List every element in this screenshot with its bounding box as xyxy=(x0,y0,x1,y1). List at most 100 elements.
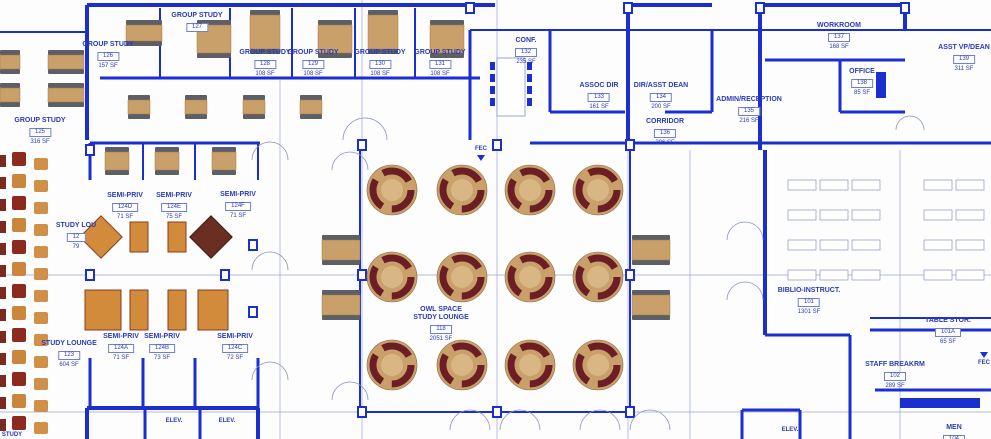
room-area: 85 SF xyxy=(853,90,871,96)
door-swing xyxy=(342,117,388,141)
sofa xyxy=(129,221,149,253)
room-number: 134 xyxy=(649,93,673,102)
round-lounge-cushion xyxy=(575,167,621,213)
room-number: 133 xyxy=(587,93,610,102)
chair xyxy=(368,49,398,54)
classroom-table xyxy=(851,269,881,281)
conference-table xyxy=(496,57,526,117)
classroom-table xyxy=(923,239,953,251)
room-number: 126 xyxy=(96,52,119,61)
room-name: WORKROOM xyxy=(817,22,861,29)
column xyxy=(85,144,95,156)
chair xyxy=(318,53,352,58)
sofa xyxy=(129,289,149,331)
chair xyxy=(322,315,360,320)
door-swing xyxy=(726,221,764,241)
round-lounge-table xyxy=(451,354,473,376)
chair xyxy=(126,41,162,46)
chair xyxy=(322,235,360,240)
lounge-chair xyxy=(79,215,123,259)
room-number: 131 xyxy=(428,60,451,69)
chair xyxy=(243,95,265,100)
room-name: STAFF BREAKRM xyxy=(865,361,925,368)
room-area: 108 SF xyxy=(303,71,323,77)
door-swing xyxy=(251,361,289,381)
desk xyxy=(321,239,361,261)
room-label: STAFF BREAKRM 102 289 SF xyxy=(865,361,925,390)
room-number: 124D xyxy=(111,203,139,212)
classroom-table xyxy=(851,239,881,251)
room-area: 604 SF xyxy=(59,362,79,368)
elevator-label: ELEV. xyxy=(218,418,236,424)
room-name: CORRIDOR xyxy=(645,118,685,125)
round-lounge-cushion xyxy=(439,167,485,213)
lounge-chair xyxy=(34,268,48,280)
desk xyxy=(184,99,208,115)
lounge-chair xyxy=(0,375,6,387)
room-area: 235 SF xyxy=(516,59,536,65)
desk xyxy=(321,294,361,316)
room-number: 101 xyxy=(797,298,821,307)
lounge-chair xyxy=(34,422,48,434)
chair xyxy=(632,235,670,240)
room-area: 316 SF xyxy=(30,139,50,145)
room-name: GROUP STUDY xyxy=(82,41,134,48)
lounge-chair xyxy=(34,246,48,258)
classroom-table xyxy=(851,209,881,221)
room-area: 65 SF xyxy=(939,339,956,345)
room-area: 289 SF xyxy=(885,383,905,389)
room-name: GROUP STUDY xyxy=(171,12,223,19)
column xyxy=(755,2,765,14)
door-swing xyxy=(251,251,289,271)
room-name: STUDY LOUNGE xyxy=(41,340,97,347)
column xyxy=(248,239,258,251)
room-number: 136 xyxy=(653,129,676,138)
round-lounge-table xyxy=(451,266,473,288)
chair xyxy=(300,95,322,100)
fec-label: FEC xyxy=(978,360,990,366)
desk xyxy=(299,99,323,115)
desk xyxy=(0,54,21,70)
round-lounge-table xyxy=(451,179,473,201)
column xyxy=(357,139,367,151)
column xyxy=(220,269,230,281)
round-lounge-cushion xyxy=(575,254,621,300)
room-label: GROUP STUDY 129 108 SF xyxy=(287,49,338,78)
round-lounge-table xyxy=(587,266,609,288)
chair xyxy=(126,20,162,25)
desk xyxy=(0,87,21,103)
chair xyxy=(322,290,360,295)
room-name: ADMIN/RECEPTION xyxy=(716,96,782,103)
room-area: 157 SF xyxy=(98,63,118,69)
room-name: GROUP STUDY xyxy=(287,49,339,56)
fec-label: FEC xyxy=(475,146,487,152)
chair xyxy=(185,114,207,119)
chair xyxy=(0,102,20,107)
lounge-chair xyxy=(12,394,26,408)
sofa xyxy=(167,289,187,331)
round-lounge-table xyxy=(381,354,403,376)
room-number: 102 xyxy=(883,372,906,381)
lounge-chair xyxy=(34,202,48,214)
chair xyxy=(430,53,464,58)
room-number: 124C xyxy=(221,344,249,353)
round-lounge-cushion xyxy=(507,342,553,388)
room-name: DIR/ASST DEAN xyxy=(633,82,689,89)
round-lounge-table xyxy=(381,179,403,201)
chair xyxy=(48,69,84,74)
chair xyxy=(490,62,495,70)
desk xyxy=(104,151,130,171)
classroom-table xyxy=(819,269,849,281)
chair xyxy=(527,86,532,94)
chair xyxy=(527,98,532,106)
lounge-chair xyxy=(0,155,6,167)
lounge-chair xyxy=(0,309,6,321)
lounge-chair xyxy=(12,262,26,276)
room-number: 129 xyxy=(301,60,324,69)
classroom-table xyxy=(787,239,817,251)
